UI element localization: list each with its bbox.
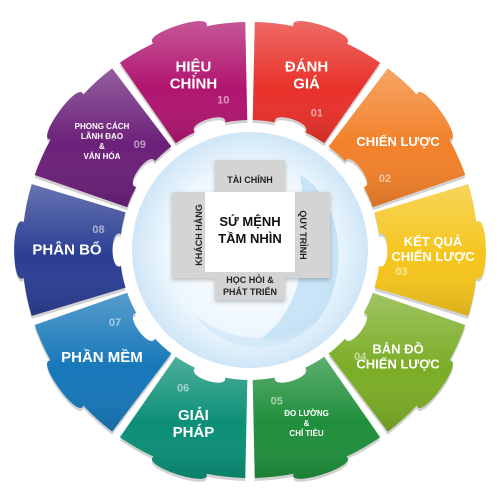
segment-label-do-luong-chi-tieu-line3: CHỈ TIÊU [289,429,323,438]
segment-number-phan-bo: 08 [92,224,104,236]
segment-number-phan-mem: 07 [109,317,121,329]
core-piece-center [205,192,295,272]
segment-label-ket-qua-chien-luoc-line2: CHIẾN LƯỢC [391,249,475,264]
segment-number-hieu-chinh: 10 [217,94,229,106]
core-left-label: KHÁCH HÀNG [194,204,204,266]
segment-gloss-do-luong-chi-tieu [252,356,381,479]
segment-label-ket-qua-chien-luoc-line1: KẾT QUẢ [404,234,463,249]
segment-label-ban-do-chien-luoc-line2: CHIẾN LƯỢC [356,357,440,372]
globe-swirl-lower [195,315,318,348]
segment-label-ban-do-chien-luoc-line1: BẢN ĐỒ [372,342,423,357]
segment-label-danh-gia-line1: ĐÁNH [285,59,328,76]
segment-label-phan-mem-line1: PHẦN MỀM [61,349,143,366]
segment-label-do-luong-chi-tieu-line1: ĐO LƯỜNG [284,409,329,418]
segment-gloss-ket-qua-chien-luoc [374,184,486,316]
center-title-line2: TẦM NHÌN [218,231,282,246]
segment-label-phong-cach-lanh-dao-line3: & [99,142,105,151]
segment-gloss-giai-phap [119,356,248,479]
segment-label-hieu-chinh-line1: HIỆU [176,58,212,76]
segment-gloss-chien-luoc [328,68,466,208]
segment-label-hieu-chinh-line2: CHỈNH [170,76,218,93]
core-piece-top [215,160,285,202]
segment-label-phong-cach-lanh-dao-line4: VĂN HÓA [84,152,121,161]
ring-segments [14,21,486,479]
segment-number-phong-cach-lanh-dao: 09 [134,139,146,151]
core-top-label: TÀI CHÍNH [227,175,273,185]
segment-number-do-luong-chi-tieu: 05 [271,396,283,408]
segment-label-phong-cach-lanh-dao-line2: LÃNH ĐẠO [81,132,123,141]
core-piece-right [285,192,330,278]
center-title-line1: SỨ MỆNH [219,214,280,229]
segment-gloss-phan-bo [14,184,126,316]
segment-number-danh-gia: 01 [311,107,323,119]
segment-label-chien-luoc-line1: CHIẾN LƯỢC [356,134,440,149]
segment-number-ban-do-chien-luoc: 04 [354,351,367,363]
core-piece-bottom [215,268,285,300]
segment-number-chien-luoc: 02 [379,173,391,185]
segment-number-giai-phap: 06 [177,383,189,395]
core-bottom-label-line1: HỌC HỎI & [226,274,274,285]
core-puzzle [172,160,330,300]
segment-label-phong-cach-lanh-dao-line1: PHONG CÁCH [75,122,130,131]
segment-label-giai-phap-line2: PHÁP [173,424,215,441]
segment-gloss-danh-gia [252,21,381,144]
core-bottom-label-line2: PHÁT TRIỂN [223,286,277,297]
core-piece-left [172,192,215,278]
segment-label-giai-phap-line1: GIẢI [178,407,209,424]
segment-gloss-phan-mem [34,292,172,432]
core-right-label: QUY TRÌNH [298,210,308,259]
segment-gloss-phong-cach-lanh-dao [34,68,172,208]
segment-label-danh-gia-line2: GIÁ [293,76,320,93]
segment-gloss-hieu-chinh [119,21,248,144]
segment-label-do-luong-chi-tieu-line2: & [304,419,310,428]
segment-gloss-ban-do-chien-luoc [328,292,466,432]
center-disc: TÀI CHÍNH QUY TRÌNH KHÁCH HÀNG HỌC HỎI &… [132,132,368,368]
segment-label-phan-bo-line1: PHÂN BỔ [32,240,102,258]
segment-number-ket-qua-chien-luoc: 03 [395,266,407,278]
